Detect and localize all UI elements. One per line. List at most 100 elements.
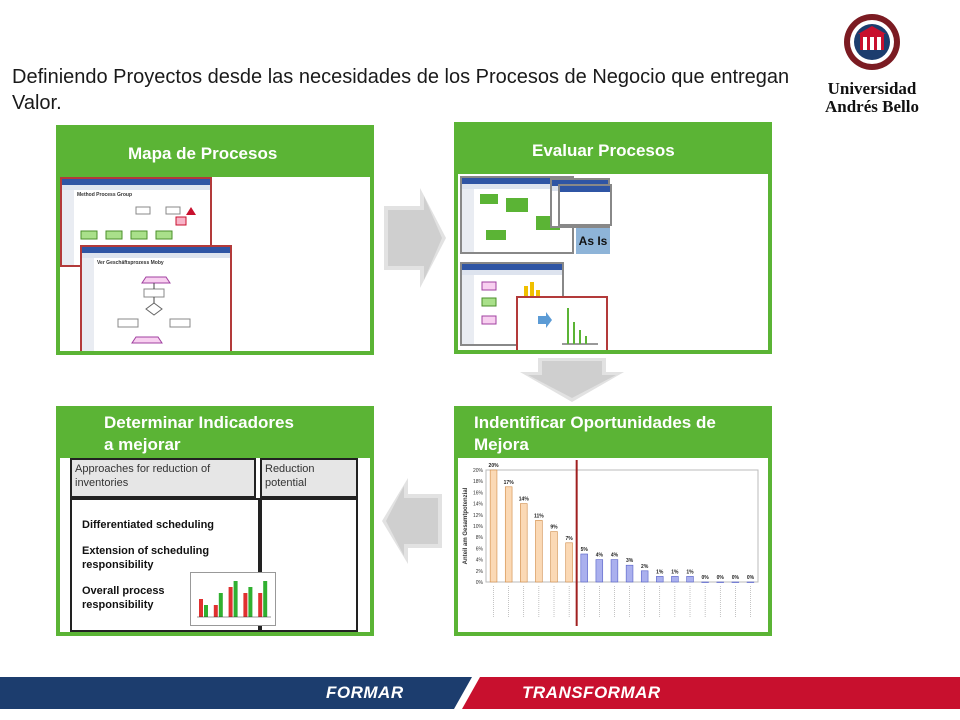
data-label: 1% xyxy=(671,569,679,575)
logo-line-1: Universidad xyxy=(827,79,917,98)
chart-bar xyxy=(520,503,528,583)
evaluation-screenshot-3 xyxy=(558,184,612,226)
chart-bar xyxy=(656,576,664,583)
y-tick-label: 14% xyxy=(473,502,484,508)
mini-chart-bar xyxy=(263,581,268,617)
footer-banner xyxy=(0,677,960,709)
y-tick-label: 0% xyxy=(476,580,484,586)
mini-chart-bar xyxy=(233,581,238,617)
data-label: 2% xyxy=(641,564,649,570)
data-label: 11% xyxy=(534,513,544,519)
data-label: 1% xyxy=(656,569,664,575)
data-label: 17% xyxy=(504,480,515,486)
chart-bar xyxy=(701,581,709,583)
mini-chart-bar xyxy=(228,587,233,617)
chart-bar xyxy=(550,531,558,583)
mini-chart-bar xyxy=(243,593,248,617)
mini-chart-bar xyxy=(248,587,253,617)
process-flow-diagram xyxy=(80,206,196,240)
arrow-left-icon xyxy=(382,478,442,564)
panel-mapa-procesos: Mapa de Procesos Method Process Group Ve… xyxy=(56,125,374,355)
table-header-approaches: Approaches for reduction of inventories xyxy=(70,458,256,498)
arrow-right-icon xyxy=(384,188,446,288)
data-label: 0% xyxy=(732,575,740,581)
mini-chart-bar xyxy=(204,605,208,617)
panel-body: Method Process Group Ver Geschäftsprozes… xyxy=(60,177,370,351)
chart-bar xyxy=(580,553,588,583)
chart-bar xyxy=(565,542,573,583)
panel-title-line-1: Indentificar Oportunidades de xyxy=(474,413,716,432)
panel-body: As Is xyxy=(458,174,768,350)
panel-body: Approaches for reduction of inventories … xyxy=(60,458,370,632)
chart-bar xyxy=(595,559,604,583)
chart-bar xyxy=(489,469,498,583)
as-is-badge: As Is xyxy=(576,228,610,254)
data-label: 5% xyxy=(581,547,589,553)
y-tick-label: 16% xyxy=(473,490,484,496)
y-tick-label: 18% xyxy=(473,479,484,485)
panel-title: Mapa de Procesos xyxy=(128,144,278,163)
y-tick-label: 10% xyxy=(473,524,484,530)
chart-bar xyxy=(686,576,694,583)
process-detail-diagram xyxy=(117,276,191,344)
indicator-item: Extension of scheduling responsibility xyxy=(82,545,210,571)
data-label: 7% xyxy=(565,536,573,542)
chart-bar xyxy=(746,581,755,583)
panel-evaluar-procesos: Evaluar Procesos As Is xyxy=(454,122,772,354)
mini-bar-chart xyxy=(190,572,276,626)
indicator-item: Differentiated scheduling xyxy=(82,519,215,531)
chart-bar xyxy=(610,559,619,583)
data-label: 1% xyxy=(686,569,694,575)
mini-chart-bar xyxy=(213,605,218,617)
data-label: 14% xyxy=(519,497,530,503)
chart-bar xyxy=(625,564,634,583)
chart-bar xyxy=(535,520,543,583)
y-tick-label: 6% xyxy=(476,546,484,552)
data-label: 4% xyxy=(596,553,604,559)
panel-title: Evaluar Procesos xyxy=(532,141,675,160)
chart-bar xyxy=(671,576,679,583)
indicator-item: Overall process responsibility xyxy=(82,585,165,611)
panel-title-line-2: a mejorar xyxy=(104,435,181,454)
mini-chart-bar xyxy=(199,599,203,617)
pareto-chart: 20% 18% 16% 14% 12% 10% 8% 6% 4% 2% 0% Anteil am Ge… xyxy=(463,460,759,626)
chart-bar xyxy=(640,570,649,583)
panel-determinar-indicadores: Determinar Indicadores a mejorar Approac… xyxy=(56,406,374,636)
panel-body: 20% 18% 16% 14% 12% 10% 8% 6% 4% 2% 0% Anteil am Ge… xyxy=(458,458,768,632)
data-label: 0% xyxy=(717,575,725,581)
mini-chart-bar xyxy=(218,593,223,617)
logo-line-2: Andrés Bello xyxy=(825,97,919,116)
y-axis-label: Anteil am Gesamtpotenzial xyxy=(463,487,469,564)
data-label: 20% xyxy=(489,463,500,469)
mini-chart-bar xyxy=(258,593,263,617)
y-tick-label: 4% xyxy=(476,558,484,564)
screenshot-title: Ver Geschäftsprozess Moby xyxy=(97,260,164,266)
chart-bar xyxy=(731,581,740,583)
process-map-screenshot-2: Ver Geschäftsprozess Moby xyxy=(80,245,232,351)
footer-formar: FORMAR xyxy=(326,683,404,702)
data-label: 3% xyxy=(626,558,634,564)
panel-title-line-1: Determinar Indicadores xyxy=(104,413,294,432)
data-label: 0% xyxy=(747,575,755,581)
slide-title: Definiendo Proyectos desde las necesidad… xyxy=(12,66,790,114)
data-label: 0% xyxy=(701,575,709,581)
data-label: 4% xyxy=(611,553,619,559)
evaluation-screenshot-5 xyxy=(516,296,608,350)
y-tick-label: 12% xyxy=(473,513,484,519)
y-tick-label: 20% xyxy=(473,468,484,474)
table-body-reduction xyxy=(260,498,358,632)
university-crest-icon xyxy=(844,14,900,70)
y-tick-label: 2% xyxy=(476,569,484,575)
panel-identificar-oportunidades: Indentificar Oportunidades de Mejora 20%… xyxy=(454,406,772,636)
plot-area xyxy=(485,469,759,583)
arrow-down-icon xyxy=(520,358,624,402)
data-label: 9% xyxy=(550,525,558,531)
screenshot-title: Method Process Group xyxy=(77,192,133,198)
y-tick-label: 8% xyxy=(476,535,484,541)
table-header-reduction: Reduction potential xyxy=(260,458,358,498)
chart-bar xyxy=(504,486,513,583)
university-logo: Universidad Andrés Bello xyxy=(812,10,932,120)
footer-transformar: TRANSFORMAR xyxy=(522,683,661,702)
chart-bar xyxy=(716,581,724,583)
panel-title-line-2: Mejora xyxy=(474,435,529,454)
